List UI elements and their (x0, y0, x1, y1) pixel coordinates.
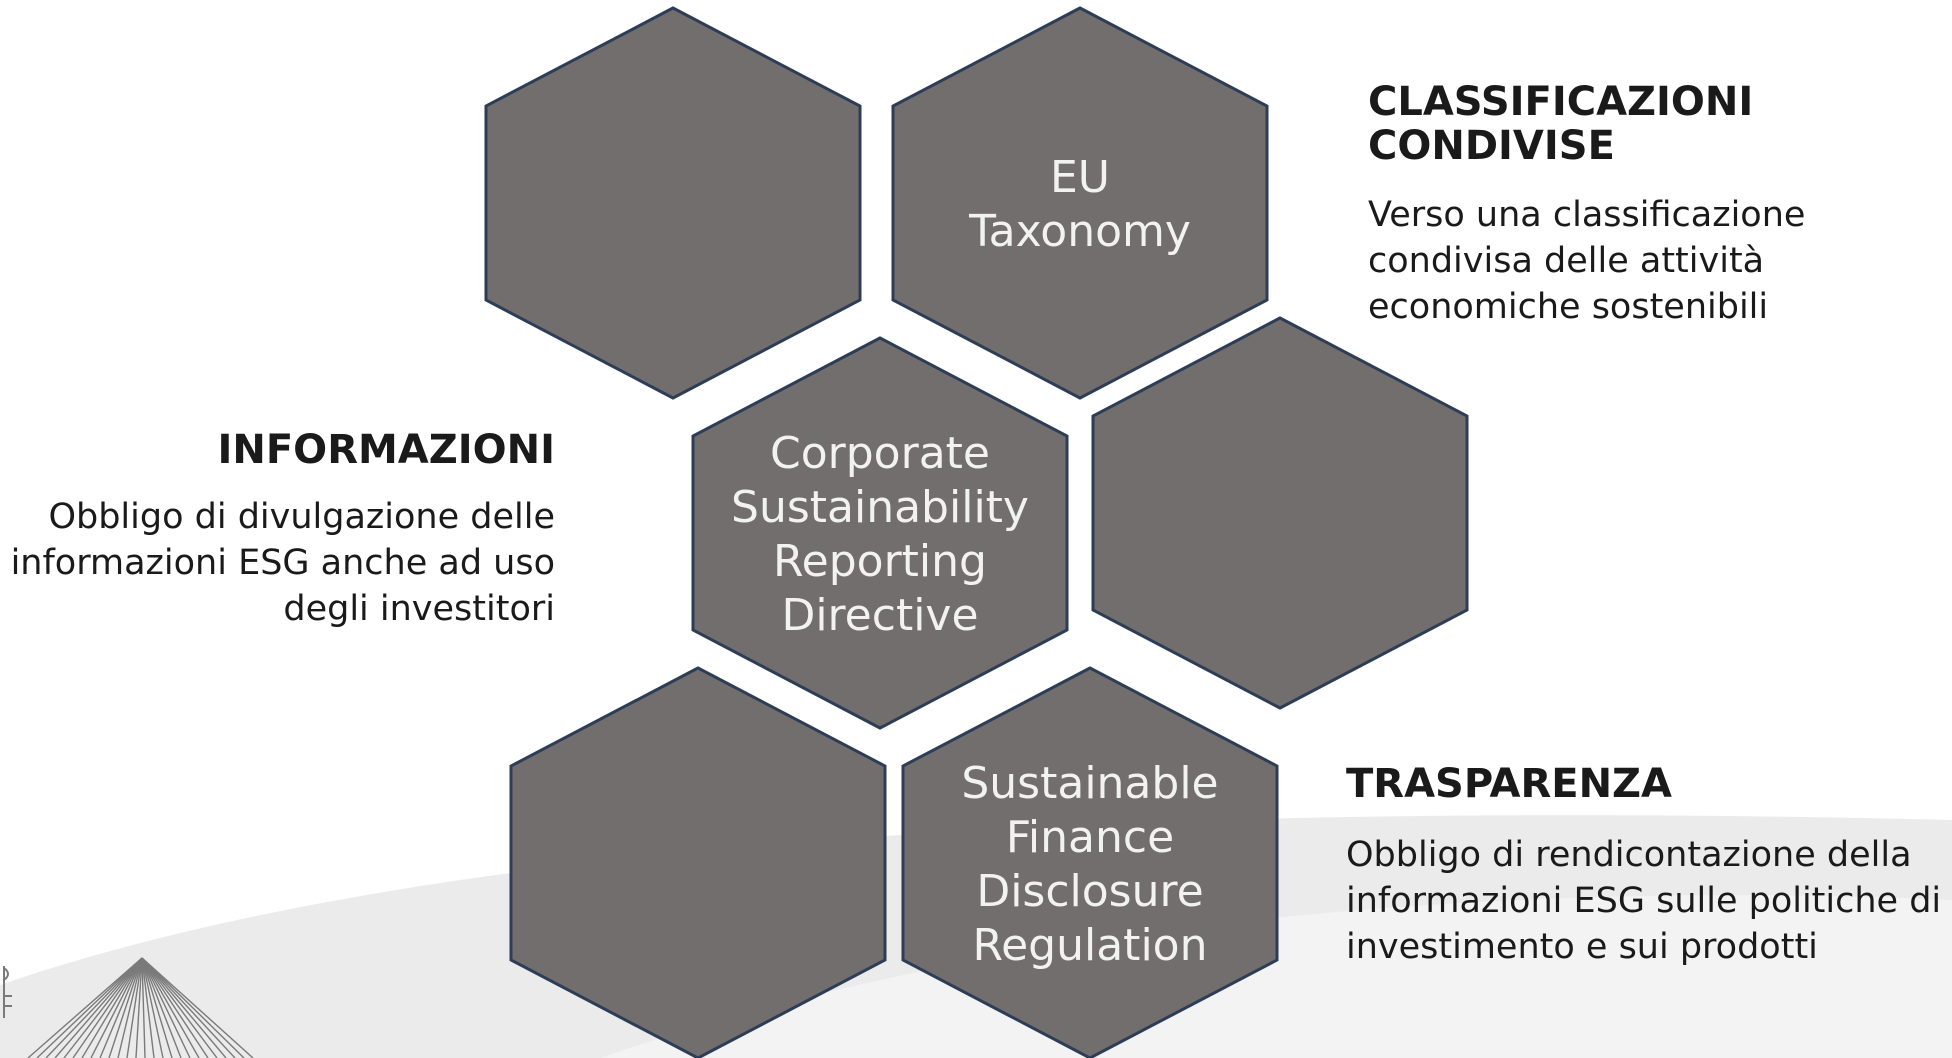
hexagon-bottom-left (509, 666, 887, 1058)
bridge-cable (141, 957, 209, 1058)
informazioni-text: Obbligo di divulgazione delle informazio… (10, 497, 555, 629)
bridge-cable (141, 957, 236, 1058)
bridge-cable (141, 957, 182, 1058)
trasparenza-section: TRASPARENZA Obbligo di rendicontazione d… (1346, 762, 1946, 970)
hexagon-label-sfdr-3: Disclosure (976, 866, 1203, 917)
bridge-cable (27, 957, 143, 1058)
bridge-cable (36, 957, 143, 1058)
hexagon-csrd (691, 336, 1069, 730)
logo-mark (3, 966, 12, 1018)
hexagon-label-csrd-4: Directive (781, 590, 978, 641)
hexagon-label-csrd-1: Corporate (770, 428, 990, 479)
bridge-cable (99, 957, 143, 1058)
background-swoosh-light (600, 895, 1952, 1058)
hexagon-label-sfdr-1: Sustainable (961, 758, 1218, 809)
classificazioni-section: CLASSIFICAZIONI CONDIVISE Verso una clas… (1368, 80, 1908, 330)
hexagon-label-csrd-3: Reporting (773, 536, 987, 587)
hexagon-sfdr (901, 666, 1279, 1058)
bridge-cable (141, 957, 146, 1058)
informazioni-section: INFORMAZIONI Obbligo di divulgazione del… (10, 428, 555, 632)
trasparenza-title: TRASPARENZA (1346, 761, 1673, 807)
bridge-cable (117, 957, 143, 1058)
hexagon-label-sfdr-4: Regulation (973, 920, 1208, 971)
bridge-cable (45, 957, 143, 1058)
classificazioni-text: Verso una classificazione condivisa dell… (1368, 195, 1806, 327)
bridge-cable (72, 957, 143, 1058)
bridge-cable (63, 957, 143, 1058)
hexagon-top-left (484, 6, 862, 400)
bridge-cable (141, 957, 254, 1058)
bridge-cable (141, 957, 245, 1058)
hexagon-label-eu-taxonomy-1: EU (1050, 152, 1110, 203)
bridge-cable (141, 957, 173, 1058)
hexagon-label-csrd-2: Sustainability (731, 482, 1029, 533)
bridge-cable (141, 957, 227, 1058)
hexagon-label-eu-taxonomy-2: Taxonomy (968, 206, 1191, 257)
hexagon-label-sfdr-2: Finance (1006, 812, 1174, 863)
classificazioni-title: CLASSIFICAZIONI CONDIVISE (1368, 79, 1754, 169)
bridge-cable (141, 957, 155, 1058)
bridge-cable (141, 957, 164, 1058)
bridge-cable (108, 957, 143, 1058)
hexagon-middle-right (1091, 316, 1469, 710)
bridge-cable (90, 957, 143, 1058)
bridge-logo-icon (27, 957, 254, 1058)
hexagon-eu-taxonomy (891, 6, 1269, 400)
bridge-cable (81, 957, 143, 1058)
bridge-cable (141, 957, 200, 1058)
bridge-cable (141, 957, 218, 1058)
bridge-cable (54, 957, 143, 1058)
bridge-cable (126, 957, 143, 1058)
bridge-cable (141, 957, 191, 1058)
trasparenza-text: Obbligo di rendicontazione della informa… (1346, 835, 1942, 967)
informazioni-title: INFORMAZIONI (217, 427, 556, 473)
bridge-cable (135, 957, 143, 1058)
